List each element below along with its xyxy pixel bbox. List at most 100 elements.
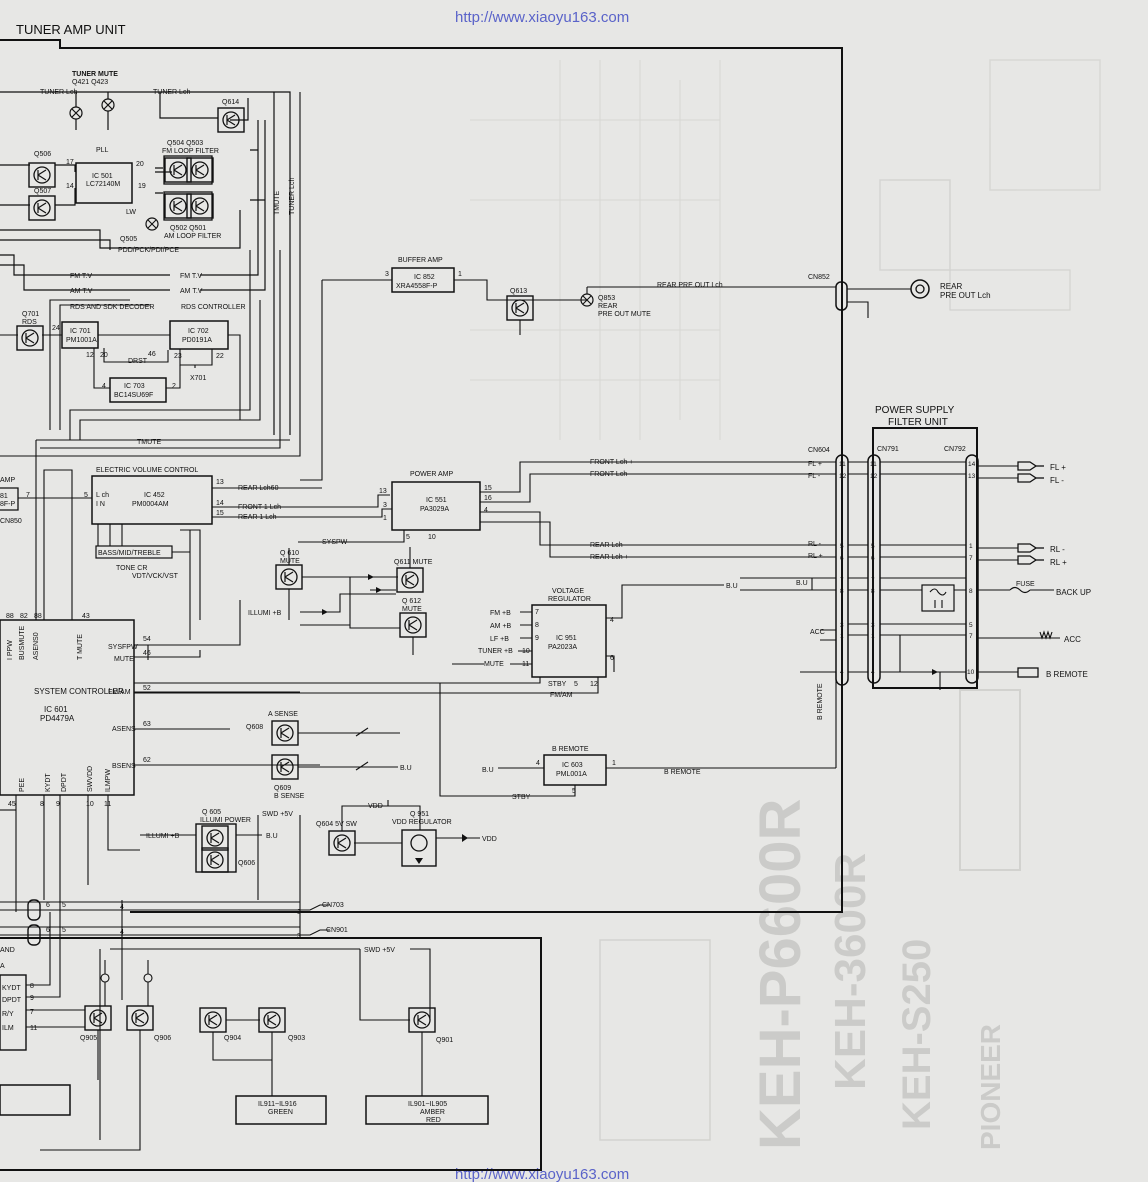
display-pin7: 7 — [30, 1009, 34, 1016]
psu-fuse: FUSE — [1016, 581, 1035, 588]
syscon-pin45: 45 — [8, 801, 16, 808]
am-tv-left: AM T.V — [70, 288, 93, 295]
q507-label: Q507 — [34, 188, 51, 195]
rds-pin24: 24 — [52, 325, 60, 332]
cn-pin3a: 3 — [297, 909, 301, 916]
ic701-ref: IC 701 — [70, 328, 91, 335]
a-sense-label: A SENSE — [268, 711, 298, 718]
cn604-pin8: 8 — [840, 588, 844, 595]
syscon-dpdt: DPDT — [61, 772, 68, 792]
q608-label: Q608 — [246, 724, 263, 731]
psu-left-pin5: 5 — [871, 543, 875, 550]
vdd-out-label: VDD — [482, 836, 497, 843]
bremote-stby: STBY — [512, 794, 531, 801]
vol-lch: L ch — [96, 492, 109, 499]
illumi-b-label: ILLUMI +B — [248, 610, 282, 617]
tuner-lch-vertical: TUNER Lch — [289, 178, 296, 215]
cn604-section: CN604 FL + FL - RL - RL + B.U ACC B REMO… — [740, 447, 868, 768]
q604-label: Q604 5V SW — [316, 821, 357, 828]
q853-label: Q853 — [598, 295, 615, 302]
syscon-ippw: I PPW — [7, 640, 14, 660]
vreg-section: VOLTAGE REGULATOR IC 951 PA2023A FM +B A… — [134, 583, 738, 699]
ic452-ref: IC 452 — [144, 492, 165, 499]
psu-left-pin8: 8 — [871, 588, 875, 595]
q701-sub: RDS — [22, 319, 37, 326]
vreg-stby: STBY — [548, 681, 567, 688]
syscon-busmute: BUSMUTE — [19, 625, 26, 660]
illumi-bu: B.U — [266, 833, 278, 840]
q609-transistor — [271, 754, 299, 780]
q506-transistor — [28, 162, 56, 188]
power-amp-section: POWER AMP IC 551 PA3029A 13 3 1 5 10 15 … — [147, 459, 836, 660]
cn-pin5b: 5 — [62, 927, 66, 934]
pdd-bus-label: PDD/PCK/PDI/PCE — [118, 247, 179, 254]
ghost-model-2: KEH-3600R — [826, 853, 875, 1090]
q505-label: Q505 — [120, 236, 137, 243]
cn604-flp: FL + — [808, 461, 822, 468]
q901-label: Q901 — [436, 1037, 453, 1044]
psu-rlp: RL + — [1050, 558, 1067, 567]
watermark-bottom[interactable]: http://www.xiaoyu163.com — [455, 1166, 629, 1182]
syscon-pin8: 8 — [40, 801, 44, 808]
pa-pin16: 16 — [484, 495, 492, 502]
cn604-pin5: 5 — [840, 543, 844, 550]
syscon-bsens: BSENS — [112, 763, 136, 770]
rds-pin22: 22 — [216, 353, 224, 360]
pa-pin1: 1 — [383, 515, 387, 522]
swd5v-label: SWD +5V — [262, 811, 293, 818]
syscon-pin54: 54 — [143, 636, 151, 643]
ic852-part: XRA4558F-P — [396, 283, 438, 290]
psu-right-pin5: 5 — [969, 622, 973, 629]
vreg-fmam: FM/AM — [550, 692, 573, 699]
syscon-pin10: 10 — [86, 801, 94, 808]
watermark-top[interactable]: http://www.xiaoyu163.com — [455, 9, 629, 26]
ic501-ref: IC 501 — [92, 173, 113, 180]
q701-label: Q701 — [22, 311, 39, 318]
vol-pin5: 5 — [84, 492, 88, 499]
syscon-pin62: 62 — [143, 757, 151, 764]
q608-transistor — [271, 720, 299, 746]
power-amp-title: POWER AMP — [410, 471, 454, 478]
display-ilm: ILM — [2, 1025, 14, 1032]
rds-controller-title: RDS CONTROLLER — [181, 304, 246, 311]
syscon-pin9: 9 — [56, 801, 60, 808]
q612-sub: MUTE — [402, 606, 422, 613]
q610-sub: MUTE — [280, 558, 300, 565]
psu-flm: FL - — [1050, 476, 1064, 485]
amber-led-label: AMBER — [420, 1109, 445, 1116]
syscon-ilmpw: ILMPW — [105, 769, 112, 792]
cn604-pin7: 7 — [840, 577, 844, 584]
cn-pin3b: 3 — [297, 933, 301, 940]
q606-label: Q606 — [238, 860, 255, 867]
cn604-label: CN604 — [808, 447, 830, 454]
q905-transistor — [84, 1005, 112, 1031]
display-pin8: 8 — [30, 983, 34, 990]
cn604-rlp: RL + — [808, 553, 823, 560]
q604-transistor — [328, 830, 356, 856]
cn792-label: CN792 — [944, 446, 966, 453]
q613-label: Q613 — [510, 288, 527, 295]
cn604-pin4: 4 — [840, 669, 844, 676]
q611-transistor — [396, 567, 424, 593]
syscon-section: SYSTEM CONTROLLER IC 601 PD4479A 88 82 8… — [0, 600, 320, 912]
bremote-section: B REMOTE IC 603 PML001A 4 1 5 B.U B REMO… — [439, 683, 836, 801]
fm-loop-label: FM LOOP FILTER — [162, 148, 219, 155]
syscon-asens: ASENS — [112, 726, 136, 733]
sense-section: A SENSE Q608 Q609 B SENSE B.U — [246, 711, 412, 800]
q905-label: Q905 — [80, 1035, 97, 1042]
ic703-pin2: 2 — [172, 383, 176, 390]
cn604-flm: FL - — [808, 473, 821, 480]
cn901-label: CN901 — [326, 927, 348, 934]
tuner-lch-right: TUNER Lch — [153, 89, 190, 96]
vol-in: I N — [96, 501, 105, 508]
syscon-pin63: 63 — [143, 721, 151, 728]
syscon-pin88b: 88 — [34, 613, 42, 620]
q853-sub1: REAR — [598, 303, 617, 310]
q507-transistor — [28, 195, 56, 221]
ic703-ref: IC 703 — [124, 383, 145, 390]
syscon-pin82: 82 — [20, 613, 28, 620]
amp-fragment: AMP — [0, 477, 16, 484]
tone-sub-label: VDT/VCK/VST — [132, 573, 179, 580]
psu-right-pin1: 1 — [969, 543, 973, 550]
